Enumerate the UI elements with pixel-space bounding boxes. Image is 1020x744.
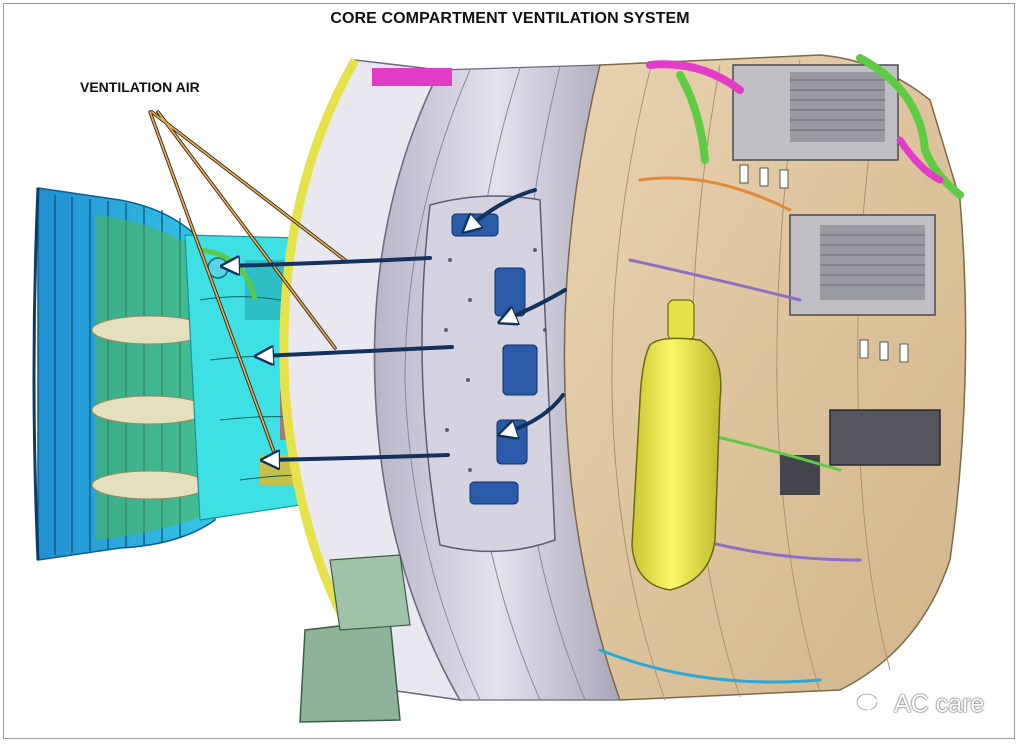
engine-core-section [32, 187, 216, 561]
airflow-arrow-inlet-3 [505, 393, 565, 433]
control-box-lower [789, 214, 936, 316]
airflow-arrow-upper [228, 258, 432, 266]
airflow-arrows [228, 188, 567, 460]
diagram-title: CORE COMPARTMENT VENTILATION SYSTEM [330, 10, 690, 27]
relay-block [829, 409, 941, 466]
airflow-arrow-inlet-1 [468, 188, 537, 228]
airflow-arrow-inlet-2 [505, 288, 567, 320]
watermark-text: AC care [894, 689, 985, 718]
watermark: AC care [856, 688, 984, 720]
airflow-arrow-lower [268, 455, 450, 460]
ventilated-inner-case [421, 195, 556, 553]
airflow-arrow-middle [262, 345, 454, 356]
ventilation-air-callout: VENTILATION AIR [80, 79, 200, 95]
yellow-tank [631, 299, 722, 591]
lower-strut [299, 554, 411, 723]
accessory-panel-section [563, 54, 967, 701]
wechat-icon [856, 692, 886, 715]
control-box-upper [732, 64, 899, 161]
ventilation-air-leaders [148, 110, 347, 457]
